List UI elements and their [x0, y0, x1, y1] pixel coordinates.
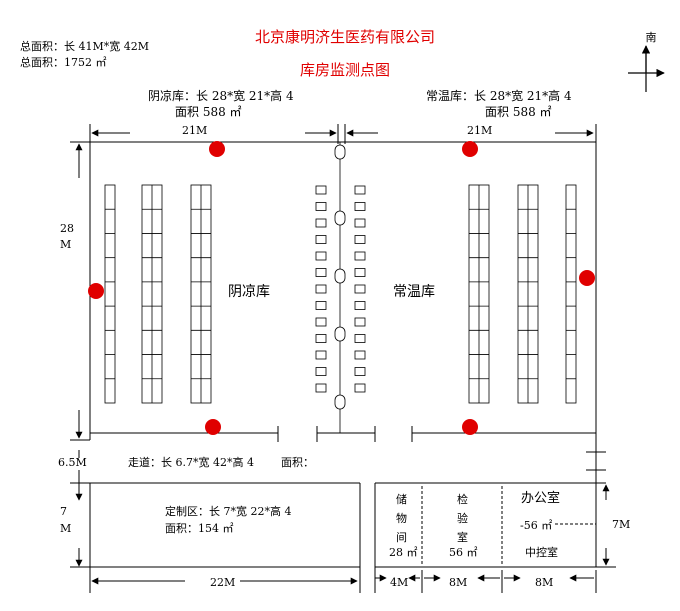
monitoring-point-icon [88, 283, 104, 299]
top-dimension-right [344, 124, 597, 144]
rooms-outline [374, 482, 606, 593]
storage-bin [315, 334, 327, 343]
compass-icon: 南 [628, 31, 665, 92]
storage-bin [354, 268, 366, 277]
compass-label: 南 [646, 31, 657, 44]
storage-bin [315, 202, 327, 211]
storage-bin [354, 334, 366, 343]
diagram-title: 库房监测点图 [300, 61, 390, 79]
control-room-label: 中控室 [525, 545, 558, 559]
corridor-spec: 走道：长 6.7*宽 42*高 4 [128, 455, 254, 469]
storage-bin [315, 383, 327, 393]
office-width-label: 8M [535, 576, 553, 589]
storage-bin [315, 268, 327, 277]
shelf-rack [565, 184, 577, 404]
pillar [334, 394, 346, 410]
storage-bin [354, 235, 366, 244]
total-dimensions: 总面积：长 41M*宽 42M [20, 39, 149, 53]
inspection-char-2: 验 [457, 511, 468, 525]
inspection-width-label: 8M [449, 576, 467, 589]
pillar [334, 268, 346, 284]
pillar [334, 326, 346, 342]
storage-bin [315, 367, 327, 376]
custom-zone-width-dimension [89, 567, 361, 593]
storage-bin [354, 383, 366, 393]
storage-bin [315, 218, 327, 228]
shelf-rack [104, 184, 116, 404]
storage-bin [354, 350, 366, 360]
corridor-height-label: 6.5M [58, 456, 87, 469]
storage-area: 28 ㎡ [389, 546, 418, 559]
top-dimension-left [89, 124, 339, 144]
normal-warehouse-area: 面积 588 ㎡ [485, 105, 552, 119]
storage-char-1: 储 [396, 492, 407, 506]
custom-zone-outline [70, 472, 361, 568]
custom-zone-height-number: 7 [60, 505, 67, 518]
normal-width-label: 21M [467, 124, 492, 137]
office-name: 办公室 [521, 490, 560, 506]
cool-warehouse-shelves [104, 184, 212, 404]
storage-bin [315, 317, 327, 327]
cool-warehouse-label: 阴凉库 [228, 284, 270, 300]
storage-bin [354, 218, 366, 228]
storage-bin [354, 317, 366, 327]
storage-char-2: 物 [396, 511, 407, 525]
pillar [334, 144, 346, 160]
storage-bin [354, 202, 366, 211]
storage-bin [354, 284, 366, 294]
cool-width-label: 21M [182, 124, 207, 137]
total-area: 总面积：1752 ㎡ [20, 55, 107, 69]
storage-width-label: 4M [390, 576, 408, 589]
corridor-area-label: 面积： [281, 456, 314, 469]
monitoring-point-icon [209, 141, 225, 157]
center-divider [315, 142, 366, 433]
custom-zone-height-unit: M [60, 522, 71, 535]
rooms-height-dimension [596, 484, 616, 568]
monitoring-point-icon [205, 419, 221, 435]
storage-bin [354, 367, 366, 376]
storage-bin [315, 251, 327, 261]
storage-bin [315, 350, 327, 360]
cool-warehouse-spec: 阴凉库：长 28*宽 21*高 4 [148, 88, 294, 103]
inspection-char-3: 室 [457, 530, 468, 544]
storage-bin [315, 235, 327, 244]
cool-warehouse-area: 面积 588 ㎡ [175, 105, 242, 119]
storage-bin [354, 251, 366, 261]
storage-char-3: 间 [396, 531, 407, 544]
inspection-char-1: 检 [457, 492, 468, 506]
rooms-width-dimension [375, 570, 597, 593]
company-name: 北京康明济生医药有限公司 [255, 28, 435, 46]
normal-warehouse-spec: 常温库：长 28*宽 21*高 4 [426, 88, 572, 103]
storage-bin [354, 301, 366, 310]
inspection-area: 56 ㎡ [449, 546, 478, 559]
normal-warehouse-shelves [468, 184, 577, 404]
monitoring-point-icon [462, 419, 478, 435]
storage-bin [315, 185, 327, 195]
pillar [334, 210, 346, 226]
custom-zone-area: 面积：154 ㎡ [165, 522, 234, 535]
custom-zone-spec: 定制区：长 7*宽 22*高 4 [165, 504, 291, 518]
custom-zone-width-label: 22M [210, 576, 235, 589]
corridor-dimension [78, 440, 606, 483]
height-label-unit: M [60, 238, 71, 251]
rooms-height-label: 7M [612, 518, 630, 531]
office-area: -56 ㎡ [520, 519, 552, 532]
normal-warehouse-label: 常温库 [393, 284, 435, 300]
monitoring-point-icon [462, 141, 478, 157]
monitoring-point-icon [579, 270, 595, 286]
storage-bin [315, 284, 327, 294]
left-dimension-28m [70, 141, 90, 441]
storage-bin [354, 185, 366, 195]
storage-bin [315, 301, 327, 310]
height-label-number: 28 [60, 222, 74, 235]
